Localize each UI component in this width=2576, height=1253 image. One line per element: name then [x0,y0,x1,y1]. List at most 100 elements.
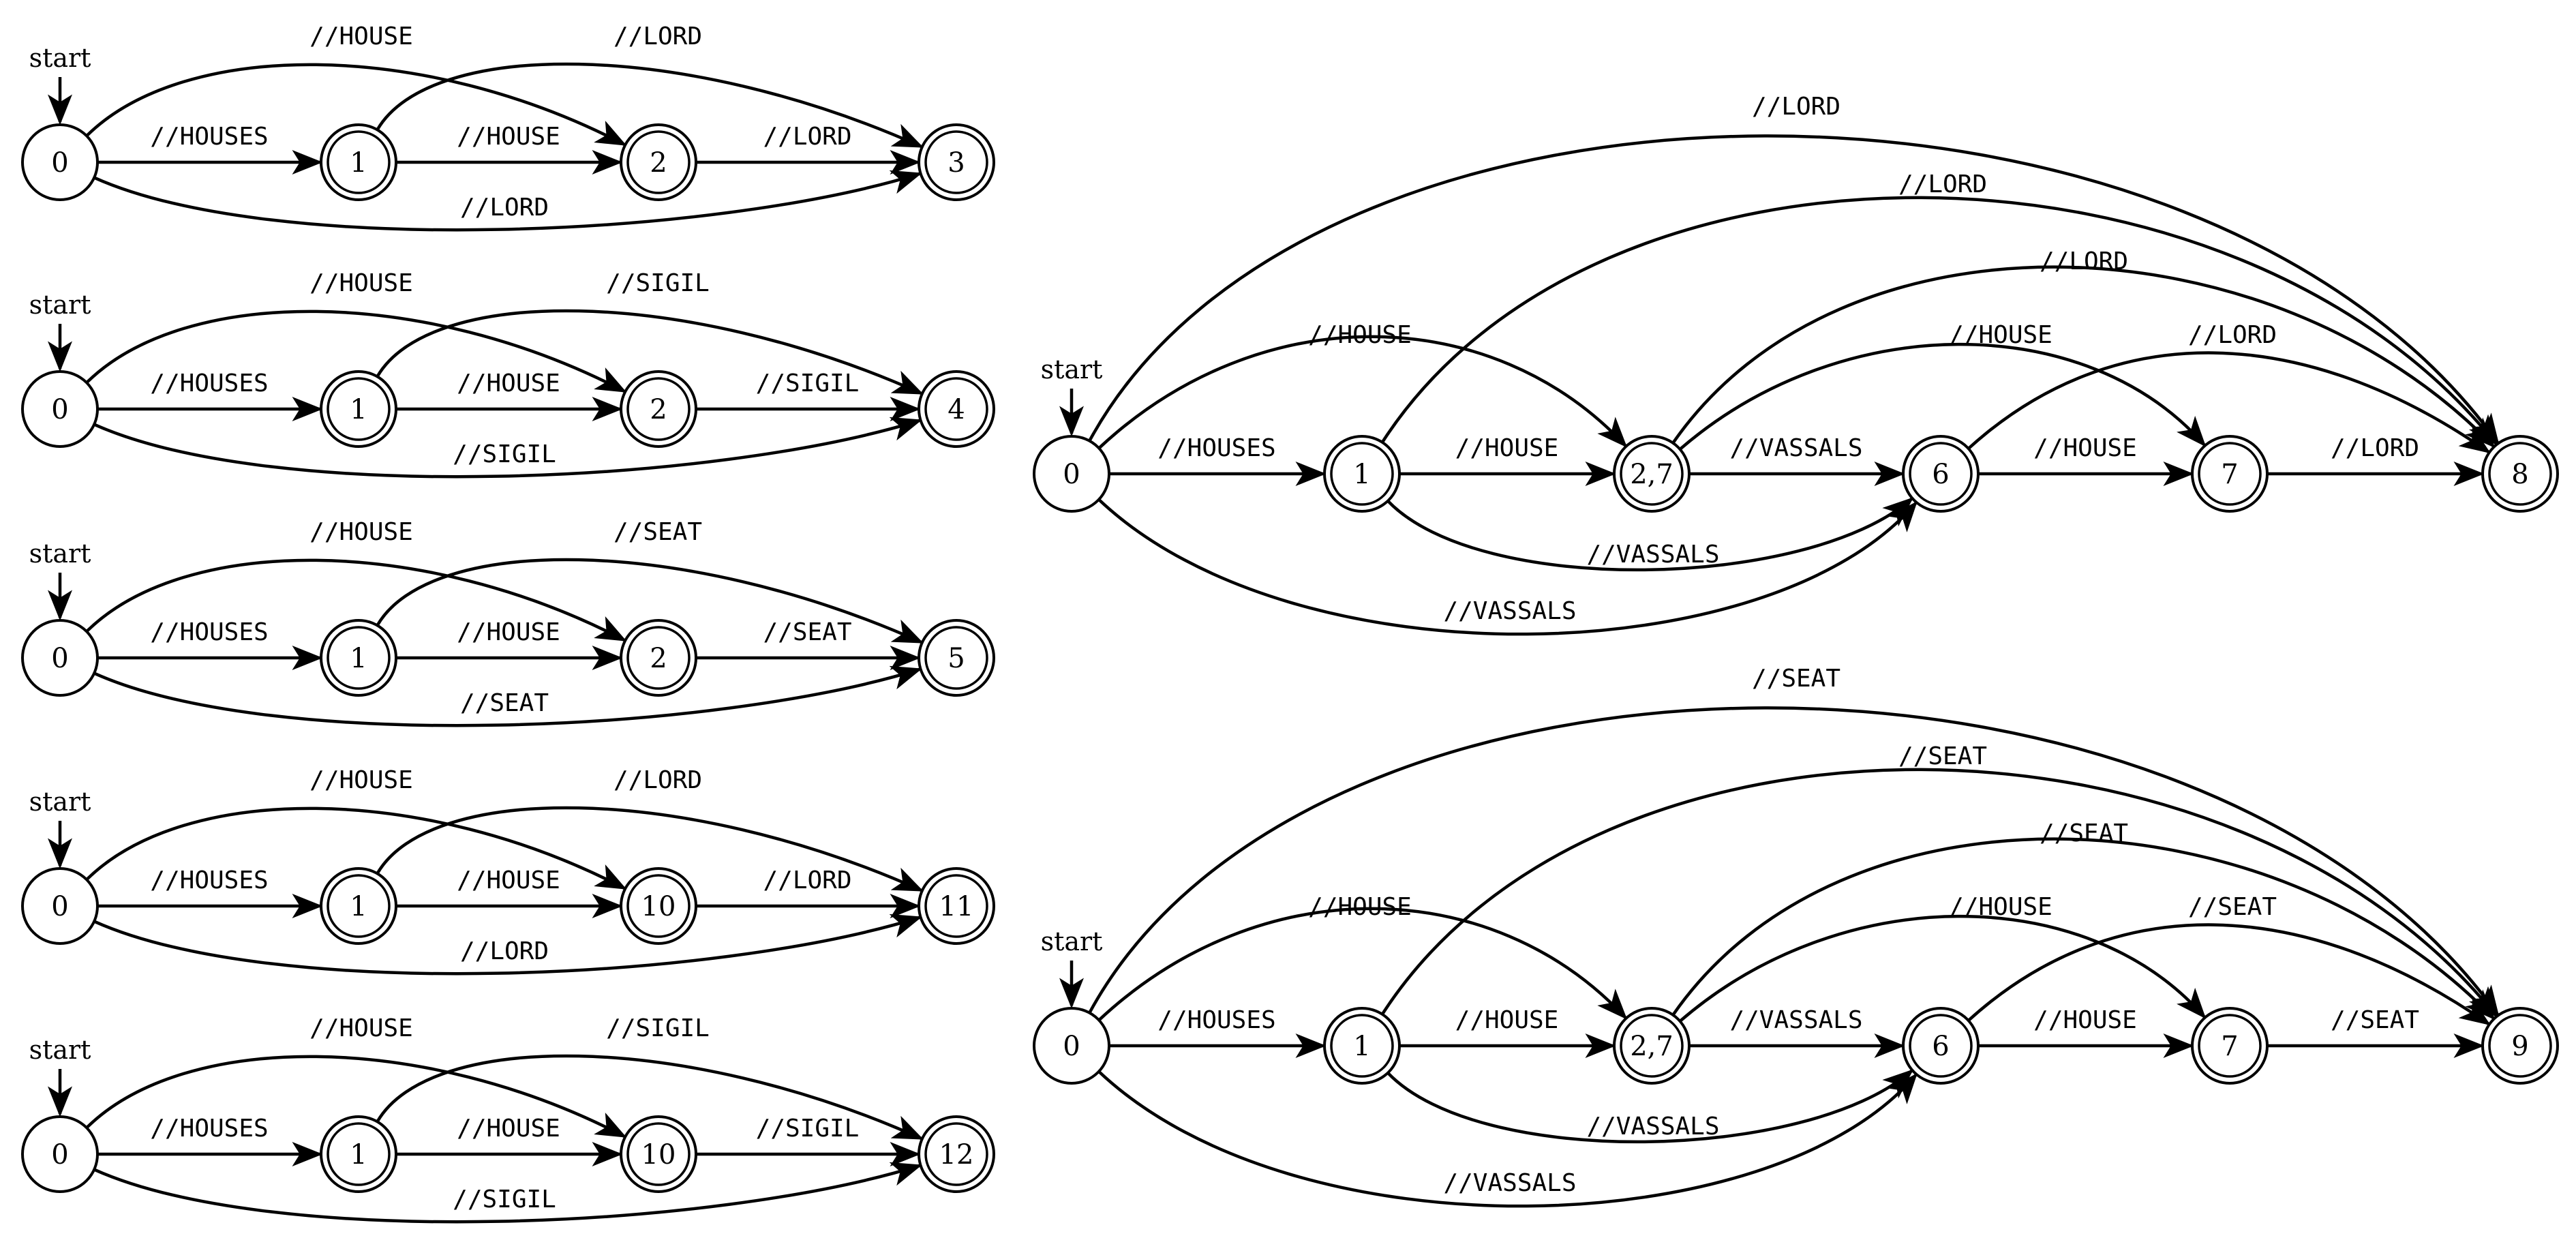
state-circle [320,1115,397,1193]
transition-label: //HOUSES [150,866,268,894]
transition-edge [376,558,924,644]
state-label: 1 [1353,1031,1370,1062]
state-node: 0 [1033,435,1110,513]
transition-label: //SEAT [460,689,549,717]
start-marker: start [1041,926,1103,1009]
state-label: 5 [948,643,965,674]
transition-label: //HOUSE [457,1115,560,1143]
state-label: 1 [350,1139,367,1171]
transition-edge [1387,497,1914,572]
transition-label: //LORD [1898,170,1987,198]
state-node: 0 [21,370,99,448]
transition-edge [1967,351,2491,454]
state-label: 2,7 [1630,459,1673,490]
state-label: 10 [641,891,676,922]
state-node: 0 [21,619,99,697]
state-node: 0 [21,1115,99,1193]
edges-layer [85,62,2500,1224]
state-node: 7 [2191,1007,2269,1085]
state-node: 10 [620,1115,697,1193]
transition-label: //HOUSE [309,1014,413,1042]
transition-label: //SIGIL [606,269,710,297]
transition-label: //SIGIL [453,1186,556,1213]
state-node: 10 [620,867,697,945]
state-node: 1 [1323,435,1401,513]
state-label: 0 [1063,1031,1080,1062]
state-label: 2 [650,394,667,425]
transition-edge [376,62,924,148]
accepting-ring [1909,1014,1973,1078]
accepting-ring [924,130,988,194]
state-node: 1 [320,123,397,201]
transition-label: //SEAT [2331,1006,2419,1034]
transition-edge [376,1054,924,1140]
state-circle [1613,1007,1691,1085]
transition-label: //HOUSES [1157,1006,1275,1034]
start-label: start [29,43,91,73]
state-label: 6 [1932,1031,1949,1062]
state-node: 1 [320,370,397,448]
accepting-ring [1909,442,1973,506]
transition-label: //HOUSE [309,22,413,50]
accepting-ring [1330,442,1394,506]
accepting-ring [327,377,391,441]
transition-edge [1671,265,2496,449]
state-node: 8 [2481,435,2559,513]
transition-label: //HOUSE [2033,1006,2137,1034]
state-node: 0 [21,123,99,201]
state-node: 0 [1033,1007,1110,1085]
transition-label: //SEAT [1752,665,1840,693]
accepting-ring [924,377,988,441]
transition-label: //SEAT [613,518,702,546]
start-marker: start [29,43,91,125]
transition-edge [85,806,627,890]
transition-label: //HOUSE [309,269,413,297]
state-node: 2 [620,619,697,697]
transition-edge [1387,1069,1914,1144]
state-node: 0 [21,867,99,945]
transition-edge [85,63,627,146]
accepting-ring [626,626,691,690]
state-circle [320,370,397,448]
transition-label: //HOUSE [309,766,413,794]
state-label: 0 [51,891,68,922]
transition-label: //HOUSE [1308,893,1412,921]
transition-edge [93,665,922,727]
accepting-ring [2488,442,2552,506]
transition-label: //SEAT [2040,819,2128,847]
start-label: start [29,787,91,817]
accepting-ring [924,874,988,938]
transition-edge [93,1162,922,1224]
state-label: 6 [1932,459,1949,490]
transition-label: //VASSALS [1729,1006,1862,1034]
start-label: start [1041,926,1103,956]
transition-edge [1967,923,2491,1026]
transition-edge [1088,706,2500,1017]
transition-label: //SIGIL [453,440,556,468]
transition-label: //SEAT [1898,742,1987,770]
transition-label: //LORD [763,866,851,894]
accepting-ring [1330,1014,1394,1078]
transition-edge [1097,335,1628,450]
start-marker: start [29,290,91,372]
state-label: 0 [51,147,68,179]
transition-edge [1088,134,2500,445]
state-circle [620,619,697,697]
transition-label: //LORD [460,937,549,965]
transition-label: //HOUSE [1455,1006,1559,1034]
transition-label: //LORD [2331,434,2419,462]
state-circle [320,123,397,201]
start-marker: start [29,1035,91,1117]
state-label: 9 [2511,1031,2528,1062]
state-circle [2191,435,2269,513]
transition-label: //VASSALS [1729,434,1862,462]
state-label: 7 [2221,459,2238,490]
accepting-ring [924,1122,988,1186]
state-label: 7 [2221,1031,2238,1062]
transition-label: //VASSALS [1443,1169,1576,1197]
state-label: 0 [51,643,68,674]
state-node: 11 [918,867,995,945]
transition-edge [93,417,922,479]
accepting-ring [327,130,391,194]
transition-label: //HOUSE [457,123,560,151]
